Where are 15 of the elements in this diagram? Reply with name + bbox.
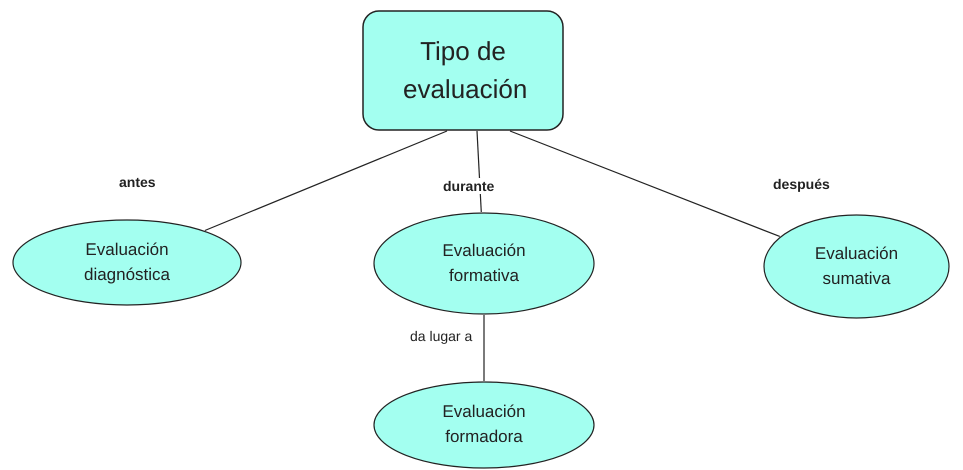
- edge-label: durante: [441, 178, 496, 194]
- connector-line: [483, 315, 485, 381]
- connector-line: [510, 130, 780, 238]
- concept-ellipse: [373, 381, 595, 469]
- topic-box: [362, 10, 564, 131]
- concept-ellipse: [12, 219, 242, 306]
- edge-label: después: [771, 176, 832, 192]
- connector-line: [204, 130, 448, 232]
- concept-ellipse: [763, 214, 950, 319]
- node-label: Evaluación formadora: [441, 401, 527, 448]
- edge-label: da lugar a: [408, 328, 474, 344]
- node-label: Evaluación diagnóstica: [82, 238, 171, 286]
- node-label: Evaluación formativa: [441, 240, 527, 286]
- concept-ellipse: [373, 212, 595, 315]
- node-label: Evaluación sumativa: [814, 242, 900, 290]
